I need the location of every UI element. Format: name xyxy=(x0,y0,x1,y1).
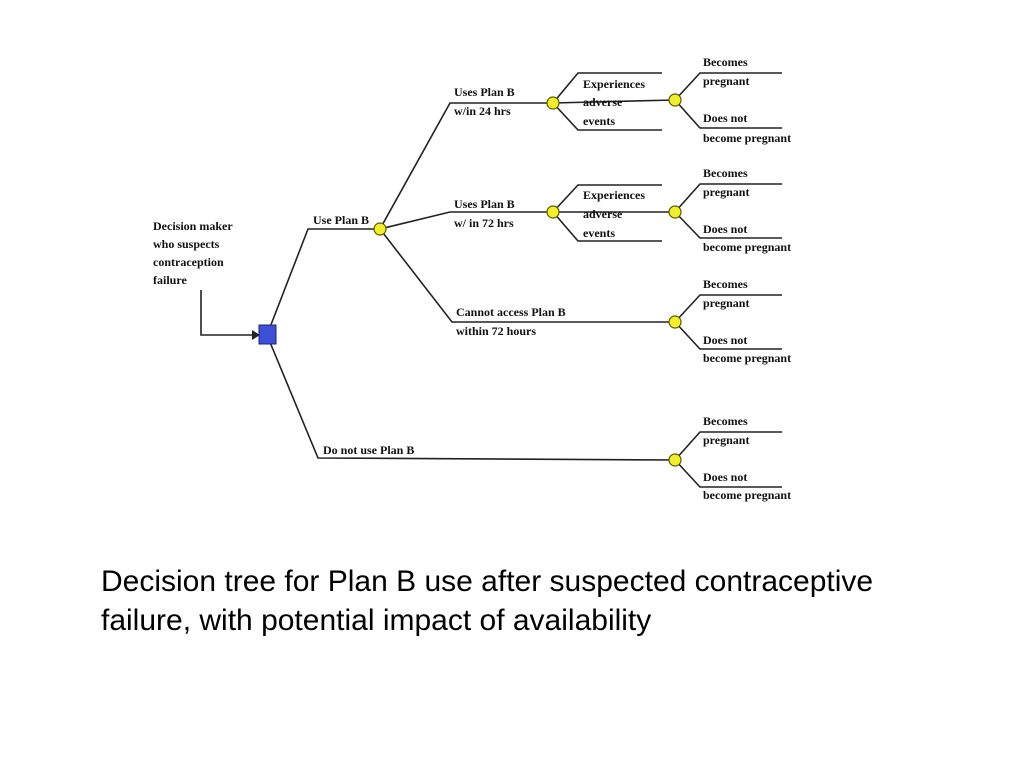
fan-24-mid xyxy=(552,99,676,104)
outcome-line: Does not xyxy=(703,222,747,236)
adverse-line: events xyxy=(583,114,615,128)
chance-node xyxy=(546,96,560,110)
fan-72-top xyxy=(552,184,662,213)
outcome-line: pregnant xyxy=(703,433,749,447)
becomes-pregnant-label: Becomes pregnant xyxy=(703,277,751,310)
branch-no-access xyxy=(379,228,675,323)
root-label-line: who suspects xyxy=(153,237,220,251)
adverse-events-label: Experiences adverse events xyxy=(583,77,648,128)
outcome-fan xyxy=(674,431,782,488)
outcome-line: pregnant xyxy=(703,296,749,310)
outcome-line: Becomes xyxy=(703,166,748,180)
not-pregnant-label: Does not become pregnant xyxy=(703,470,791,502)
within-72-label: Uses Plan B w/ in 72 hrs xyxy=(454,197,518,230)
not-pregnant-label: Does not become pregnant xyxy=(703,222,791,254)
becomes-pregnant-label: Becomes pregnant xyxy=(703,166,751,199)
chance-node xyxy=(668,205,682,219)
chance-node xyxy=(668,315,682,329)
outcome-line: Becomes xyxy=(703,277,748,291)
within-24-label: Uses Plan B w/in 24 hrs xyxy=(454,85,518,118)
outcome-line: become pregnant xyxy=(703,240,791,254)
no-access-label: Cannot access Plan B within 72 hours xyxy=(456,305,569,338)
chance-node xyxy=(546,205,560,219)
decision-node xyxy=(258,324,277,345)
chance-node xyxy=(668,453,682,467)
outcome-line: Does not xyxy=(703,333,747,347)
outcome-line: become pregnant xyxy=(703,351,791,365)
outcome-line: Does not xyxy=(703,470,747,484)
outcome-fan xyxy=(674,294,782,350)
root-label-line: failure xyxy=(153,273,187,287)
root-label: Decision maker who suspects contraceptio… xyxy=(153,219,235,287)
branch-within-72 xyxy=(379,211,553,230)
slide-caption: Decision tree for Plan B use after suspe… xyxy=(101,565,874,637)
chance-node xyxy=(668,93,682,107)
fan-72-bot xyxy=(552,211,662,242)
outcome-line: Does not xyxy=(703,111,747,125)
decision-tree-diagram: Decision maker who suspects contraceptio… xyxy=(153,55,791,502)
within-72-line: Uses Plan B xyxy=(454,197,515,211)
adverse-line: Experiences xyxy=(583,77,645,91)
not-pregnant-label: Does not become pregnant xyxy=(703,333,791,365)
outcome-line: pregnant xyxy=(703,74,749,88)
fan-24-bot xyxy=(552,102,662,131)
not-pregnant-label: Does not become pregnant xyxy=(703,111,791,145)
within-24-line: w/in 24 hrs xyxy=(454,104,511,118)
root-connector xyxy=(200,290,252,336)
adverse-line: adverse xyxy=(583,95,623,109)
becomes-pregnant-label: Becomes pregnant xyxy=(703,55,751,88)
adverse-line: adverse xyxy=(583,207,623,221)
fan-24-top xyxy=(552,72,662,104)
root-label-line: Decision maker xyxy=(153,219,233,233)
branch-do-not-use xyxy=(266,334,676,461)
within-24-line: Uses Plan B xyxy=(454,85,515,99)
no-access-line: Cannot access Plan B xyxy=(456,305,566,319)
becomes-pregnant-label: Becomes pregnant xyxy=(703,414,751,447)
no-access-line: within 72 hours xyxy=(456,324,536,338)
outcome-line: Becomes xyxy=(703,55,748,69)
outcome-line: Becomes xyxy=(703,414,748,428)
root-label-line: contraception xyxy=(153,255,224,269)
do-not-use-label: Do not use Plan B xyxy=(323,443,414,457)
chance-node xyxy=(373,222,387,236)
branch-use-plan-b xyxy=(266,228,380,336)
outcome-fan xyxy=(674,72,782,129)
adverse-line: Experiences xyxy=(583,188,645,202)
outcome-fan xyxy=(674,183,782,239)
outcome-line: pregnant xyxy=(703,185,749,199)
branch-within-24 xyxy=(379,102,553,230)
adverse-events-label: Experiences adverse events xyxy=(583,188,648,240)
outcome-line: become pregnant xyxy=(703,488,791,502)
outcome-line: become pregnant xyxy=(703,131,791,145)
arrow-head-icon xyxy=(252,330,260,340)
adverse-line: events xyxy=(583,226,615,240)
within-72-line: w/ in 72 hrs xyxy=(454,216,514,230)
use-plan-b-label: Use Plan B xyxy=(313,213,369,227)
